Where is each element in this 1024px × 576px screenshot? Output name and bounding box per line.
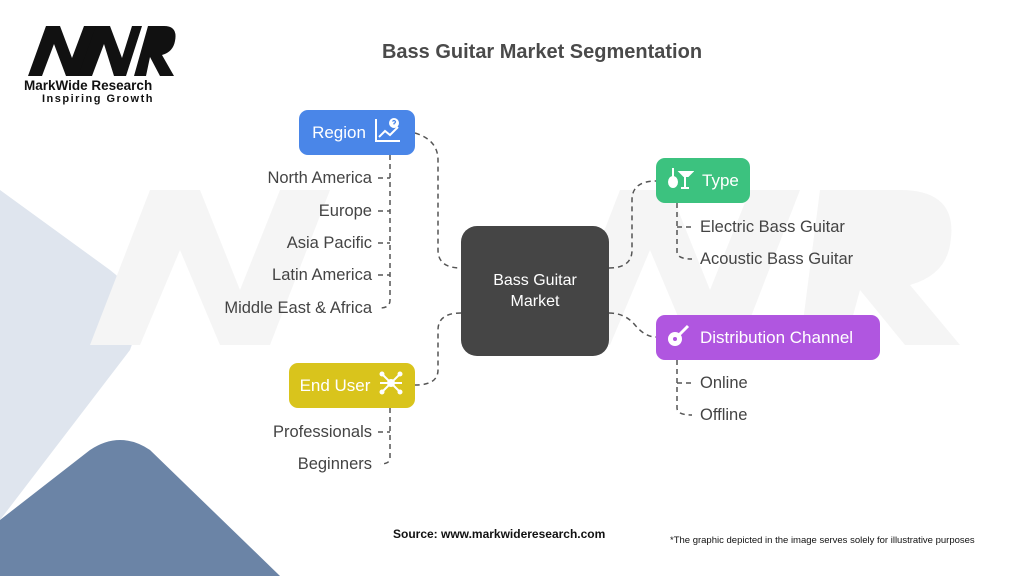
- distribution-item: Offline: [700, 406, 748, 424]
- chart-question-icon: [374, 117, 402, 148]
- type-item: Acoustic Bass Guitar: [700, 250, 854, 268]
- disclaimer-note: *The graphic depicted in the image serve…: [670, 535, 975, 546]
- region-node: Region: [299, 110, 415, 155]
- connector-distribution: [608, 312, 657, 338]
- logo-tagline: Inspiring Growth: [42, 93, 154, 105]
- logo-name: MarkWide Research: [24, 78, 153, 93]
- connector-end-user: [414, 312, 462, 386]
- decor-shape-lower: [0, 440, 280, 576]
- end-user-label: End User: [299, 375, 371, 395]
- logo: [28, 26, 176, 76]
- type-label: Type: [702, 170, 739, 190]
- page-title: Bass Guitar Market Segmentation: [381, 41, 703, 63]
- type-item: Electric Bass Guitar: [700, 218, 845, 236]
- instruments-icon: [666, 166, 695, 195]
- end-user-item: Beginners: [297, 455, 372, 473]
- end-user-item: Professionals: [272, 423, 372, 441]
- region-item: Asia Pacific: [286, 234, 372, 252]
- region-label: Region: [312, 122, 366, 142]
- end-user-node: End User: [289, 363, 415, 408]
- distribution-label: Distribution Channel: [700, 327, 854, 347]
- region-item: Europe: [318, 202, 372, 220]
- decor-shape-upper: [0, 190, 137, 520]
- region-item: Middle East & Africa: [224, 299, 372, 317]
- network-icon: [378, 370, 404, 401]
- guitar-icon: [666, 322, 692, 353]
- connector-type: [608, 180, 657, 269]
- center-line1: Bass Guitar: [493, 272, 577, 289]
- center-line2: Market: [510, 293, 560, 310]
- source-text: Source: www.markwideresearch.com: [393, 527, 606, 541]
- watermark-shape: [90, 190, 960, 345]
- region-item: North America: [267, 169, 372, 187]
- distribution-item: Online: [700, 374, 748, 392]
- connector-region: [414, 132, 462, 269]
- type-node: Type: [656, 158, 750, 203]
- distribution-node: Distribution Channel: [656, 315, 880, 360]
- region-item: Latin America: [272, 266, 372, 284]
